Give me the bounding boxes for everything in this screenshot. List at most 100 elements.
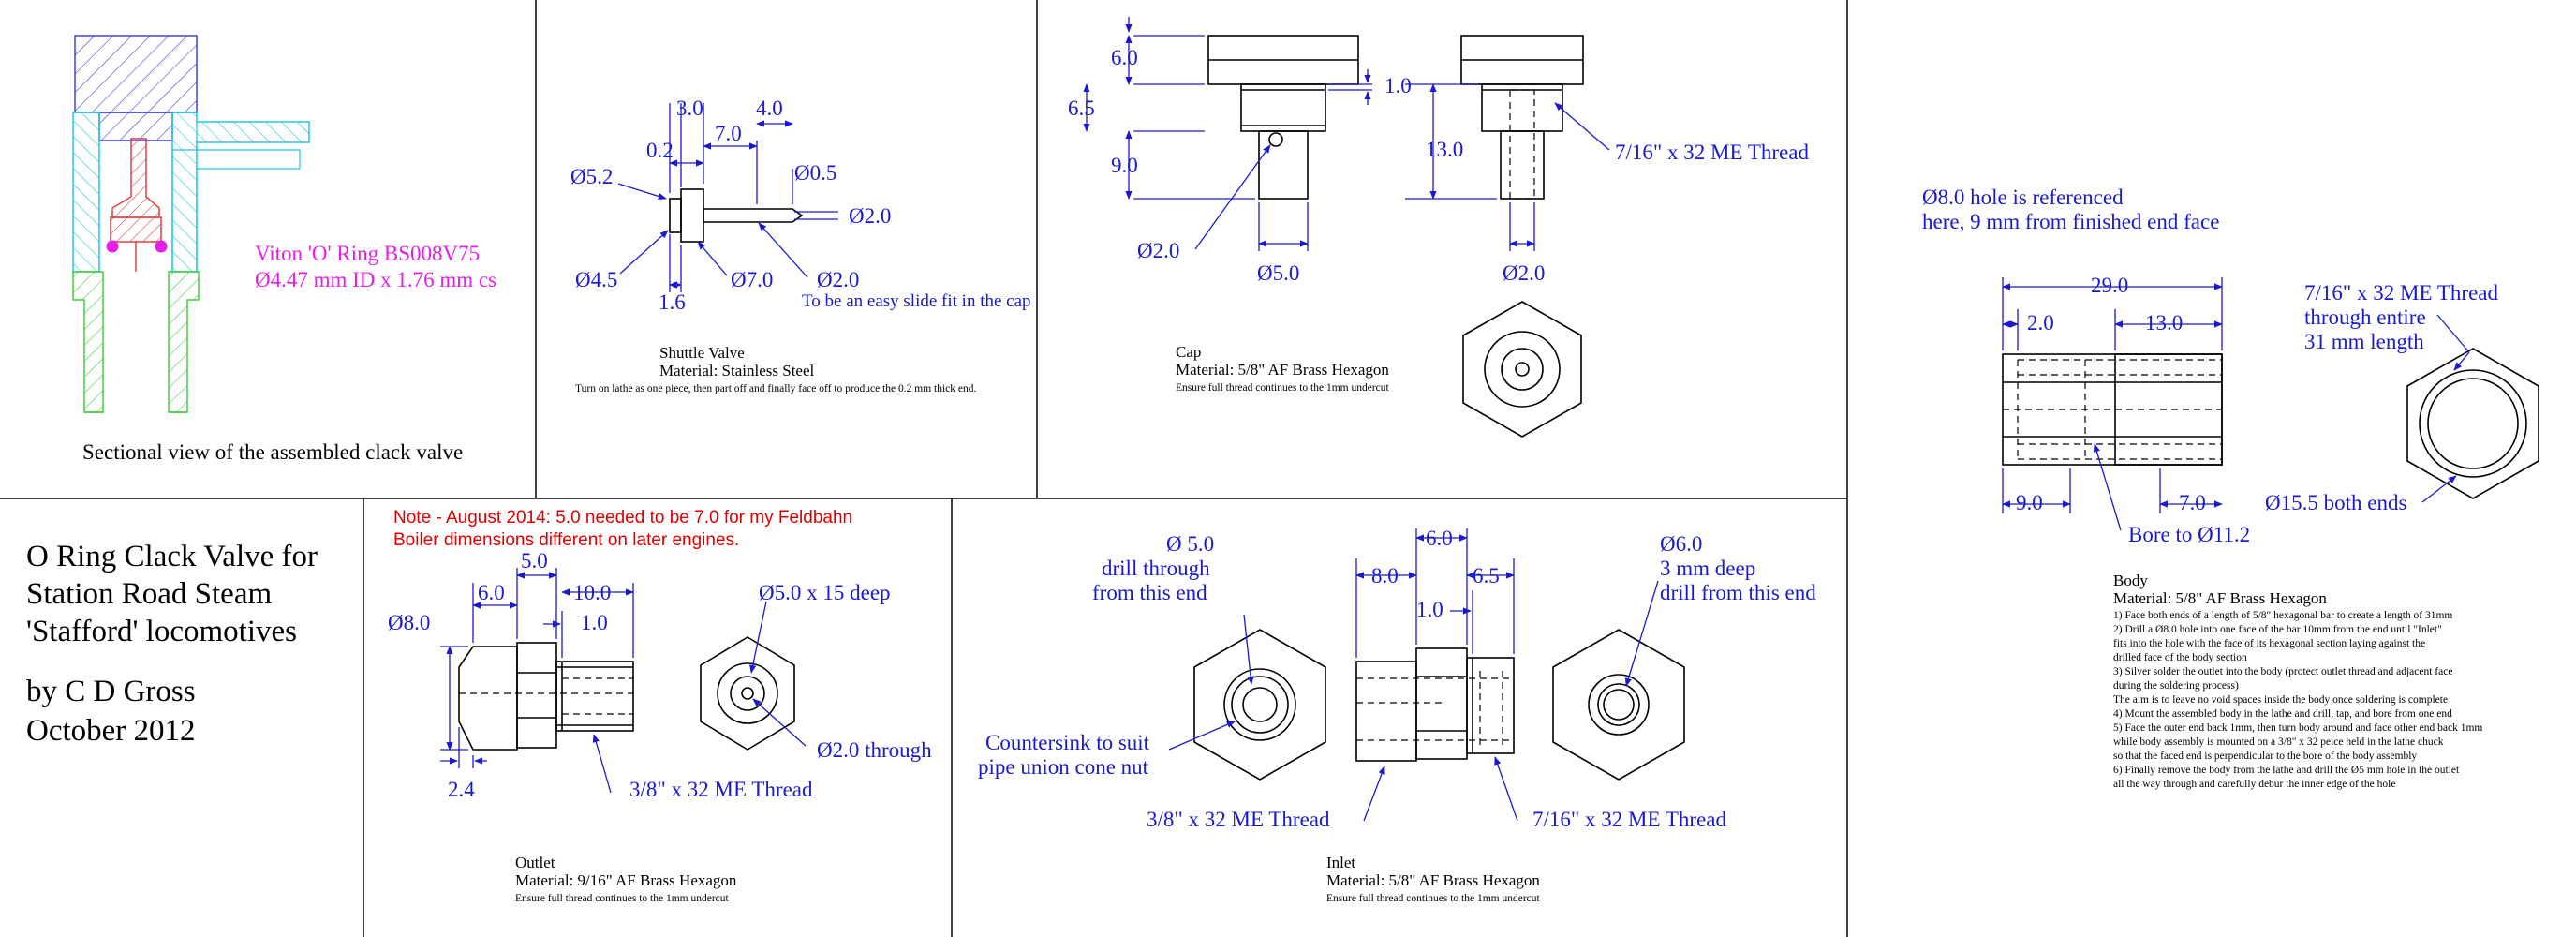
cap-dim-d50: Ø5.0	[1257, 261, 1299, 285]
shuttle-dim-4: 4.0	[756, 97, 783, 120]
inlet-drill-2: drill through	[1102, 557, 1210, 580]
panel-borders	[0, 0, 1848, 937]
cap-dim-65: 6.5	[1068, 97, 1095, 120]
shuttle-dim-02: 0.2	[646, 139, 674, 162]
body-step-8: 4) Mount the assembled body in the lathe…	[2113, 708, 2452, 720]
title-line-1: O Ring Clack Valve for	[26, 540, 318, 573]
body-dim-90: 9.0	[2016, 491, 2043, 514]
body-bore: Bore to Ø11.2	[2128, 523, 2250, 546]
outlet-drawing: 5.0 6.0 10.0 1.0 Ø8.0 2.4 Ø5.0 x 15 deep…	[388, 549, 932, 904]
shuttle-dim-16: 1.6	[659, 290, 686, 314]
shuttle-dim-d20a: Ø2.0	[849, 204, 891, 228]
shuttle-label-1: Shuttle Valve	[659, 344, 745, 362]
cap-dim-90: 9.0	[1111, 154, 1138, 177]
body-thread-1: 7/16" x 32 ME Thread	[2304, 281, 2498, 305]
outlet-dim-d80: Ø8.0	[388, 611, 430, 634]
inlet-dim-10: 1.0	[1416, 598, 1443, 621]
cap-dim-10: 1.0	[1384, 74, 1412, 97]
outlet-thread: 3/8" x 32 ME Thread	[629, 778, 813, 801]
outlet-instruction: Ensure full thread continues to the 1mm …	[515, 893, 730, 904]
shuttle-dim-d20b: Ø2.0	[817, 268, 859, 291]
title-line-3: 'Stafford' locomotives	[26, 615, 297, 648]
oring-left	[106, 240, 119, 253]
shuttle-dim-d45: Ø4.5	[575, 268, 617, 291]
inlet-dim-80: 8.0	[1371, 564, 1399, 587]
cap-label-2: Material: 5/8" AF Brass Hexagon	[1176, 361, 1389, 379]
title-line-2: Station Road Steam	[26, 577, 272, 611]
sectional-caption: Sectional view of the assembled clack va…	[82, 440, 463, 464]
shuttle-instruction: Turn on lathe as one piece, then part of…	[575, 383, 976, 394]
body-step-9: 5) Face the outer end back 1mm, then tur…	[2113, 722, 2482, 734]
shuttle-dim-d05: Ø0.5	[794, 161, 836, 185]
date-line: October 2012	[26, 714, 196, 748]
shuttle-fit-note: To be an easy slide fit in the cap	[802, 291, 1031, 311]
outlet-dim-10: 1.0	[581, 611, 608, 634]
inlet-dim-65: 6.5	[1473, 564, 1500, 587]
body-step-11: so that the faced end is perpendicular t…	[2113, 751, 2417, 762]
inlet-drill-3: from this end	[1092, 581, 1207, 604]
outlet-dim-50: 5.0	[521, 549, 548, 573]
cap-drawing: 6.0 1.0 6.5 9.0 Ø2.0 Ø5.0 13.0 Ø2.0 7/16…	[1068, 17, 1809, 438]
body-step-5: 3) Silver solder the outlet into the bod…	[2113, 666, 2452, 677]
shuttle-dim-d70: Ø7.0	[731, 268, 773, 291]
inlet-dim-60: 6.0	[1426, 527, 1453, 550]
body-step-6: during the soldering process)	[2113, 680, 2239, 692]
inlet-deep-2: 3 mm deep	[1660, 557, 1755, 580]
shuttle-dim-3: 3.0	[676, 97, 703, 120]
inlet-thread-left: 3/8" x 32 ME Thread	[1147, 808, 1330, 831]
outlet-dim-60: 6.0	[478, 581, 505, 604]
body-dim-70: 7.0	[2179, 491, 2206, 514]
cap-dim-60: 6.0	[1111, 46, 1138, 69]
outlet-deep: Ø5.0 x 15 deep	[759, 581, 891, 604]
body-step-13: all the way through and carefully debur …	[2113, 779, 2395, 790]
cap-label-1: Cap	[1176, 343, 1201, 361]
outlet-through: Ø2.0 through	[817, 738, 932, 762]
body-thread-2: through entire	[2304, 305, 2426, 329]
inlet-countersink-2: pipe union cone nut	[978, 755, 1149, 779]
body-drawing: Ø8.0 hole is referenced here, 9 mm from …	[1922, 186, 2539, 790]
outlet-label-2: Material: 9/16" AF Brass Hexagon	[515, 871, 737, 889]
body-dim-130: 13.0	[2145, 311, 2183, 335]
oring-spec-1: Viton 'O' Ring BS008V75	[255, 242, 480, 265]
body-step-3: fits into the hole with the face of its …	[2113, 638, 2425, 649]
cap-dim-130: 13.0	[1426, 138, 1463, 161]
inlet-instruction: Ensure full thread continues to the 1mm …	[1326, 893, 1541, 904]
body-dim-290: 29.0	[2091, 274, 2128, 297]
note-line-2: Boiler dimensions different on later eng…	[393, 530, 739, 550]
cap-dim-d20b: Ø2.0	[1503, 261, 1545, 285]
cap-thread: 7/16" x 32 ME Thread	[1615, 141, 1809, 164]
body-step-1: 1) Face both ends of a length of 5/8" he…	[2113, 610, 2452, 621]
inlet-countersink-1: Countersink to suit	[985, 731, 1150, 754]
outlet-dim-100: 10.0	[573, 581, 611, 604]
body-label-1: Body	[2113, 572, 2148, 589]
outlet-label-1: Outlet	[515, 854, 555, 871]
shuttle-valve-drawing: 3.0 4.0 0.2 7.0 Ø5.2 Ø0.5 Ø2.0 Ø4.5 Ø7.0…	[570, 97, 1031, 394]
sectional-view: Viton 'O' Ring BS008V75 Ø4.47 mm ID x 1.…	[72, 35, 496, 464]
body-step-2: 2) Drill a Ø8.0 hole into one face of th…	[2113, 624, 2442, 635]
body-step-4: drilled face of the body section	[2113, 652, 2247, 663]
body-step-7: The aim is to leave no void spaces insid…	[2113, 694, 2448, 706]
oring-spec-2: Ø4.47 mm ID x 1.76 mm cs	[255, 268, 496, 291]
outlet-dim-24: 2.4	[448, 778, 475, 801]
revision-note: Note - August 2014: 5.0 needed to be 7.0…	[393, 508, 852, 550]
cap-dim-d20: Ø2.0	[1137, 239, 1179, 262]
oring-right	[155, 240, 168, 253]
shuttle-dim-7: 7.0	[715, 122, 742, 145]
inlet-deep-3: drill from this end	[1660, 581, 1816, 604]
body-section	[72, 112, 310, 273]
inlet-label-2: Material: 5/8" AF Brass Hexagon	[1326, 871, 1540, 889]
body-ref-2: here, 9 mm from finished end face	[1922, 210, 2219, 233]
title-block: O Ring Clack Valve for Station Road Stea…	[26, 540, 318, 748]
author-line: by C D Gross	[26, 675, 196, 708]
cap-instruction: Ensure full thread continues to the 1mm …	[1176, 382, 1390, 394]
body-ref-1: Ø8.0 hole is referenced	[1922, 186, 2124, 209]
inlet-deep-1: Ø6.0	[1660, 532, 1702, 556]
body-label-2: Material: 5/8" AF Brass Hexagon	[2113, 589, 2327, 607]
body-dim-20: 2.0	[2027, 311, 2054, 335]
inlet-drawing: Ø 5.0 drill through from this end 6.0 8.…	[978, 527, 1816, 904]
inlet-label-1: Inlet	[1326, 854, 1355, 871]
inlet-thread-right: 7/16" x 32 ME Thread	[1532, 808, 1726, 831]
body-thread-3: 31 mm length	[2304, 330, 2424, 353]
shuttle-section	[110, 138, 162, 272]
